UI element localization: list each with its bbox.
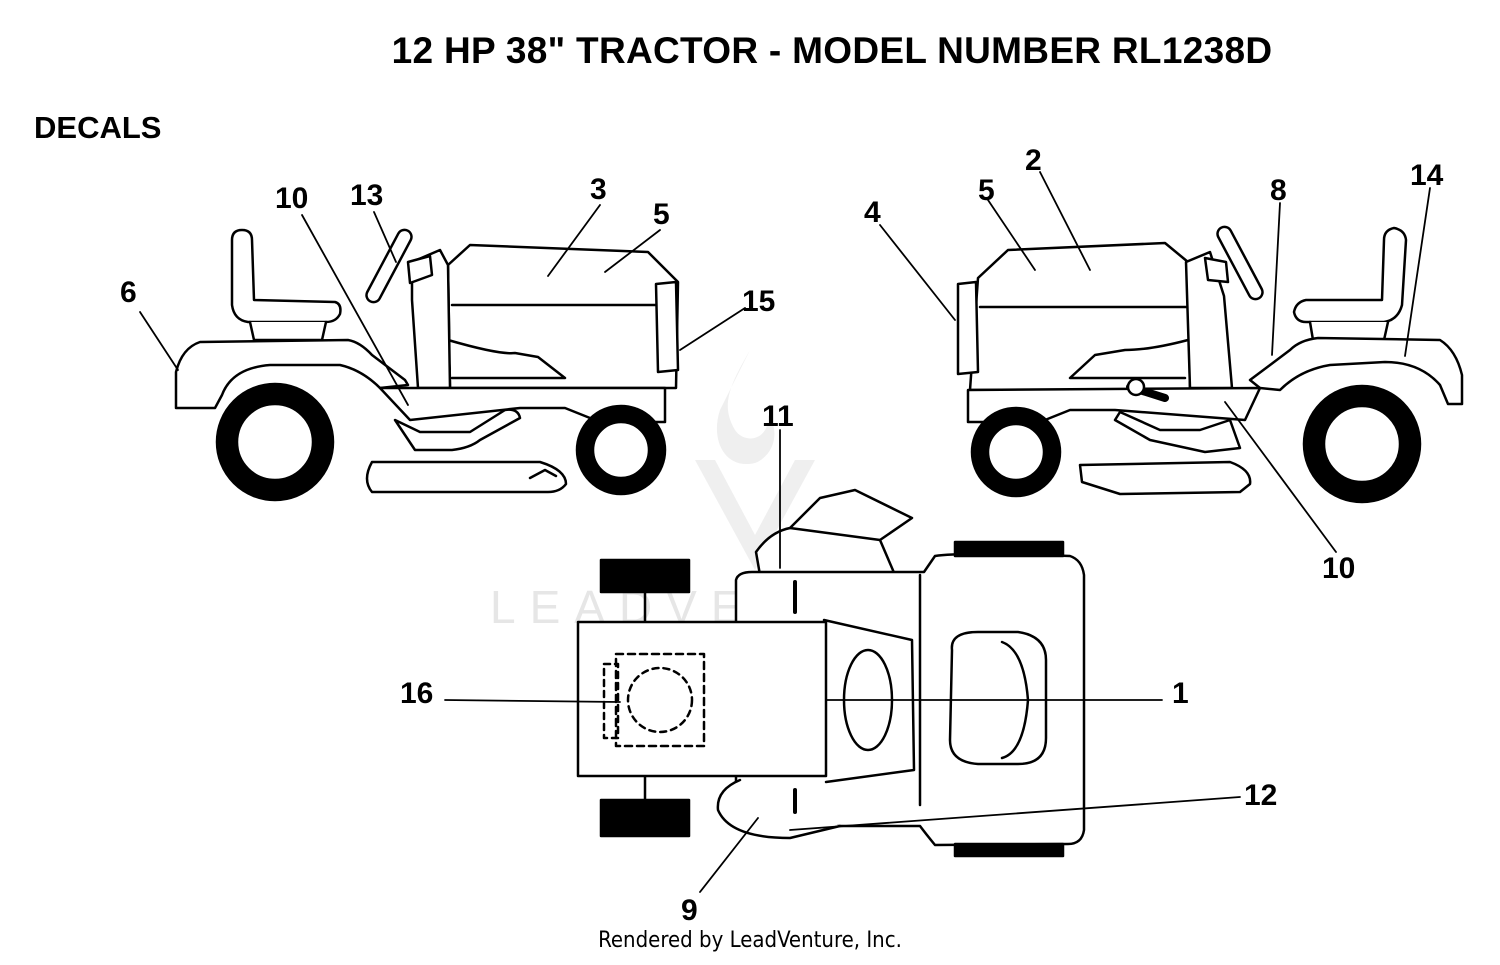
callout-9: 9 [681,894,698,927]
callout-16: 16 [400,677,433,710]
callout-8: 8 [1270,174,1287,207]
callout-14: 14 [1410,159,1444,192]
callout-10-right: 10 [1322,552,1355,585]
tractor-top-view [576,488,1086,858]
callout-12: 12 [1244,779,1277,812]
section-heading: DECALS [34,110,162,145]
callout-10-left: 10 [275,182,308,215]
callout-6: 6 [120,276,137,309]
callout-2: 2 [1025,144,1042,177]
callout-11: 11 [762,400,794,433]
callout-3: 3 [590,173,607,206]
callout-5-right: 5 [978,174,995,207]
callout-15: 15 [742,285,775,318]
page-title: 12 HP 38" TRACTOR - MODEL NUMBER RL1238D [391,30,1273,71]
footer-credit: Rendered by LeadVenture, Inc. [598,928,902,953]
callout-13: 13 [350,179,383,212]
tractor-right-side-view [956,225,1464,504]
leader-lines [139,171,1431,893]
callout-1: 1 [1172,677,1189,710]
callout-numbers: 6 10 13 3 5 15 4 5 2 8 14 10 11 16 1 12 … [120,144,1444,927]
callout-5-left: 5 [653,198,670,231]
leadventure-watermark-icon [690,345,820,580]
tractor-left-side-view [174,228,680,502]
callout-4: 4 [864,196,881,229]
